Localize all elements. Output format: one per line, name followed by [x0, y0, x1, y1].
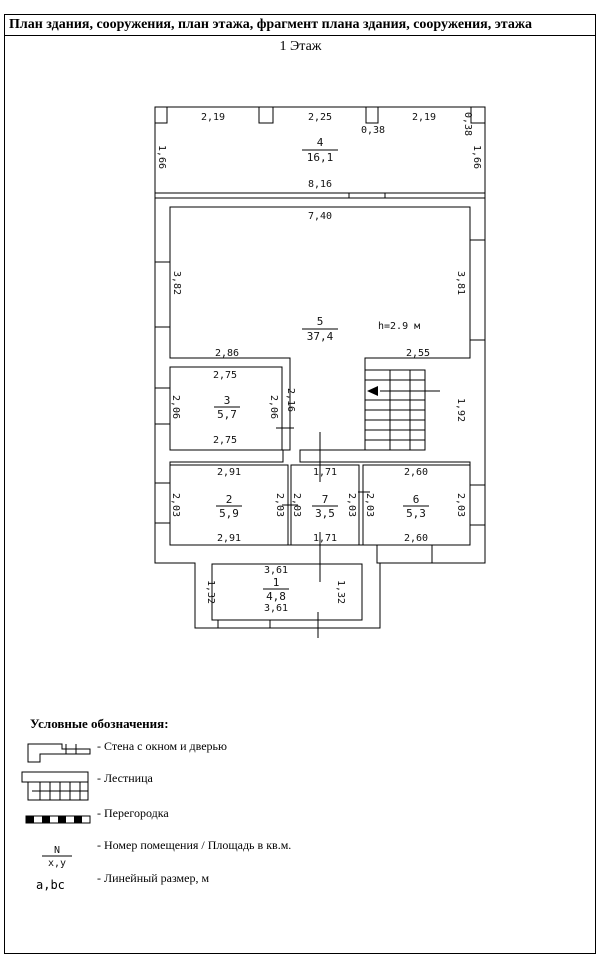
- legend-symbols: N x,y: [21, 743, 91, 869]
- room-1-box: [211, 563, 363, 621]
- window: [217, 619, 271, 629]
- dim-r3-top: 2,75: [213, 370, 237, 381]
- legend-symbol-abc: a,bc: [36, 878, 65, 892]
- window: [348, 192, 386, 199]
- dim-r3-bottom: 2,75: [213, 435, 237, 446]
- column: [470, 106, 486, 124]
- window: [469, 239, 486, 341]
- room-7-area: 3,5: [315, 507, 335, 520]
- room-5-number: 5: [317, 315, 324, 328]
- dim-r6-top: 2,60: [404, 467, 428, 478]
- dim-bottom-4: 8,16: [308, 179, 332, 190]
- legend-item-room-number: - Номер помещения / Площадь в кв.м.: [97, 838, 292, 852]
- dim-left-5: 3,82: [171, 271, 182, 295]
- window: [376, 544, 433, 564]
- dim-top-c: 2,19: [412, 112, 436, 123]
- wall-window-door-symbol: [27, 743, 91, 763]
- room-6-area: 5,3: [406, 507, 426, 520]
- dim-r6-left: 2,03: [364, 493, 375, 517]
- stair-symbol: [21, 771, 89, 801]
- legend-item-wall: - Стена с окном и дверью: [97, 739, 227, 753]
- room-7-number: 7: [322, 493, 329, 506]
- dim-r6-bottom: 2,60: [404, 533, 428, 544]
- dim-bottom-5-left: 2,86: [215, 348, 239, 359]
- room-2-number: 2: [226, 493, 233, 506]
- room-4-number: 4: [317, 136, 324, 149]
- dim-r6-right: 2,03: [455, 493, 466, 517]
- stair-arrow-head: [367, 386, 378, 396]
- legend-symbol-n: N: [54, 845, 60, 856]
- room-3-number: 3: [224, 394, 231, 407]
- page-header: План здания, сооружения, план этажа, фра…: [4, 14, 596, 36]
- room-3-area: 5,7: [217, 408, 237, 421]
- room-1-number: 1: [273, 576, 280, 589]
- window: [154, 261, 171, 328]
- dim-left-4: 1,66: [156, 145, 167, 169]
- legend-item-partition: - Перегородка: [97, 806, 169, 820]
- column: [258, 106, 274, 124]
- column: [154, 106, 168, 124]
- dim-r7-left: 2,03: [291, 493, 302, 517]
- door-lines: [276, 427, 370, 638]
- dim-right-4: 1,66: [471, 145, 482, 169]
- dim-r3-right2: 2,16: [285, 388, 296, 412]
- dim-top-a: 2,19: [201, 112, 225, 123]
- dim-right-5: 3,81: [455, 271, 466, 295]
- dim-r1-bottom: 3,61: [264, 603, 288, 614]
- room-4-area: 16,1: [307, 151, 334, 164]
- room-5-area: 37,4: [307, 330, 334, 343]
- dim-r2-top: 2,91: [217, 467, 241, 478]
- dim-stair: 1,92: [455, 398, 466, 422]
- dim-bottom-5-right: 2,55: [406, 348, 430, 359]
- room-1-area: 4,8: [266, 590, 286, 603]
- legend-item-linear-size: - Линейный размер, м: [97, 871, 210, 885]
- legend-symbol-xy: x,y: [48, 858, 66, 869]
- dim-top-b: 2,25: [308, 112, 332, 123]
- dim-r1-right: 1,32: [335, 580, 346, 604]
- dim-r1-left: 1,32: [205, 580, 216, 604]
- dim-r2-bottom: 2,91: [217, 533, 241, 544]
- column: [365, 106, 379, 124]
- dim-r3-left: 2,06: [170, 395, 181, 419]
- legend-title: Условные обозначения:: [30, 716, 169, 731]
- dim-r2-left: 2,03: [170, 493, 181, 517]
- room-6-number: 6: [413, 493, 420, 506]
- height-note: h=2.9 м: [378, 321, 420, 332]
- dim-r3-right: 2,06: [268, 395, 279, 419]
- dim-r7-right: 2,03: [346, 493, 357, 517]
- floor-title: 1 Этаж: [279, 39, 322, 54]
- dim-r7-top: 1,71: [313, 467, 337, 478]
- window: [154, 387, 171, 425]
- dim-top-d: 0,38: [361, 125, 385, 136]
- dim-top-e: 0,38: [462, 112, 473, 136]
- dim-r7-bottom: 1,71: [313, 533, 337, 544]
- window: [469, 484, 486, 526]
- room-2-area: 5,9: [219, 507, 239, 520]
- window: [154, 482, 171, 524]
- partition-symbol: [25, 815, 91, 824]
- dim-top-5: 7,40: [308, 211, 332, 222]
- dim-r1-top: 3,61: [264, 565, 288, 576]
- dim-r2-right: 2,03: [274, 493, 285, 517]
- legend-item-stair: - Лестница: [97, 771, 153, 785]
- stair-steps: [365, 369, 425, 450]
